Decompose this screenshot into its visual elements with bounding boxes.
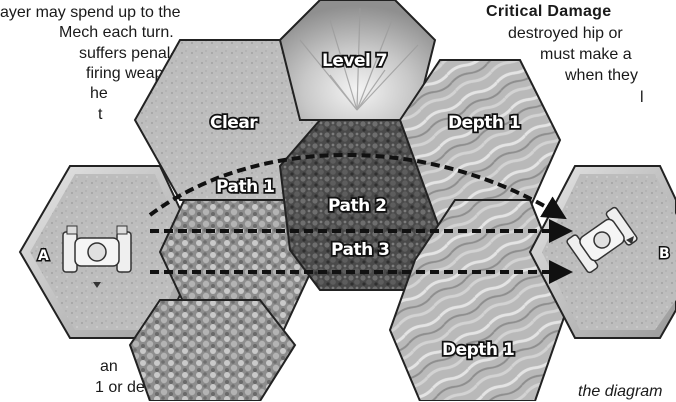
rules-text-right-4: l	[640, 89, 644, 106]
label-path-1: Path 1	[216, 177, 274, 197]
rules-text-left-6: t	[98, 106, 103, 123]
rules-text-left-2: Mech each turn.	[59, 24, 174, 41]
diagram-caption: the diagram	[578, 383, 663, 400]
hex-level-7	[278, 0, 437, 121]
label-depth-1-top: Depth 1	[448, 113, 520, 133]
path-1-arrow	[148, 153, 567, 220]
label-end-a: A	[38, 248, 49, 264]
label-end-b: B	[659, 246, 670, 262]
label-depth-1-bottom: Depth 1	[442, 340, 514, 360]
rules-text-left-1: ayer may spend up to the	[0, 4, 181, 21]
critical-damage-heading: Critical Damage	[486, 3, 612, 20]
label-level-7: Level 7	[322, 51, 387, 71]
rules-text-left-5: he	[90, 85, 108, 102]
mech-b-icon	[566, 206, 638, 274]
mech-a-icon	[62, 225, 132, 288]
rules-text-right-2: must make a	[540, 46, 632, 63]
hex-depth-1-bottom	[388, 199, 572, 401]
label-clear: Clear	[210, 113, 258, 133]
rules-text-left-7: an	[100, 358, 118, 375]
label-path-3: Path 3	[331, 240, 389, 260]
label-path-2: Path 2	[328, 196, 386, 216]
rules-text-right-1: destroyed hip or	[508, 25, 623, 42]
rules-text-left-4: firing weap-	[86, 65, 169, 82]
rules-text-left-3: suffers penal-	[79, 45, 176, 62]
rules-text-right-3: when they	[565, 67, 638, 84]
